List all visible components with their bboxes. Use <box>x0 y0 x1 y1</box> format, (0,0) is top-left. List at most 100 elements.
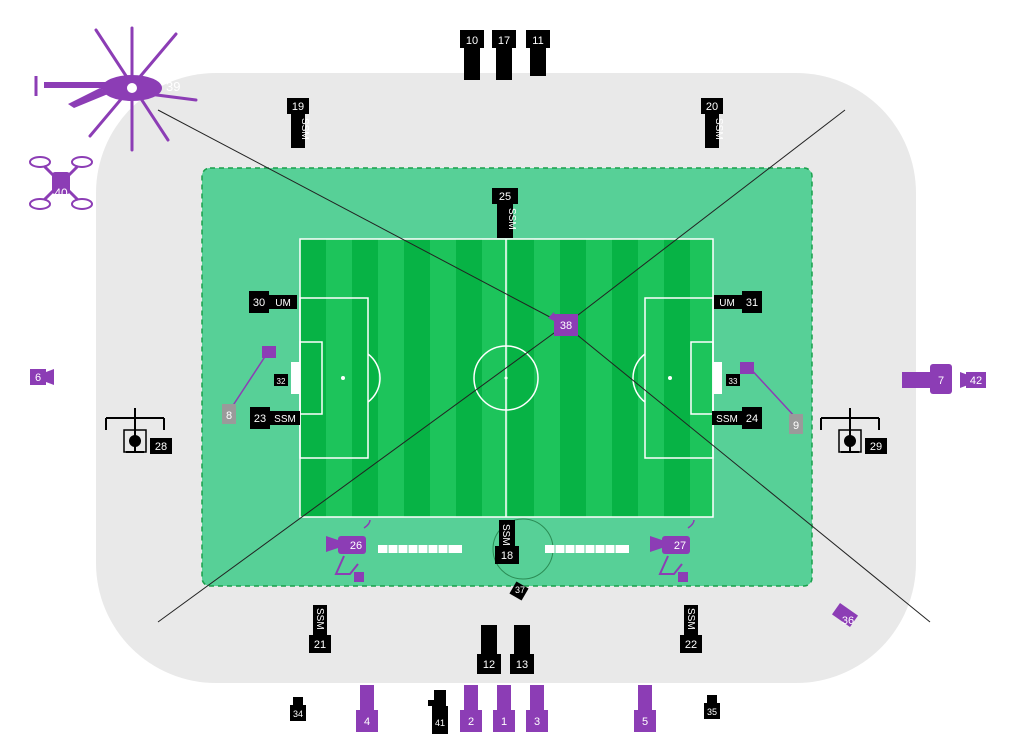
camera-31-um: UM <box>719 298 735 309</box>
camera-1[interactable]: 1 <box>493 685 515 732</box>
camera-13-label: 13 <box>516 659 528 671</box>
camera-32-label: 32 <box>277 377 286 386</box>
camera-36[interactable]: 36 <box>831 602 859 628</box>
goal-right <box>713 362 722 394</box>
camera-27-label: 27 <box>674 540 686 552</box>
camera-22-label: 22 <box>685 639 697 651</box>
camera-9-label: 9 <box>793 420 799 432</box>
camera-18[interactable]: SSM 18 <box>495 520 519 564</box>
camera-30-um: UM <box>275 298 291 309</box>
camera-25-ssm: SSM <box>506 208 517 230</box>
camera-23-ssm: SSM <box>274 414 296 425</box>
camera-31-label: 31 <box>746 297 758 309</box>
camera-3-label: 3 <box>534 716 540 728</box>
ad-board-ticks <box>387 545 616 553</box>
camera-8-label: 8 <box>226 410 232 422</box>
camera-35-label: 35 <box>707 707 717 717</box>
camera-27[interactable]: 27 <box>650 519 695 582</box>
camera-40-label: 40 <box>54 186 68 200</box>
camera-23-label: 23 <box>254 413 266 425</box>
camera-28-label: 28 <box>155 441 167 453</box>
camera-38[interactable]: 38 <box>548 312 578 336</box>
camera-5-label: 5 <box>642 716 648 728</box>
camera-28-tag: 28 <box>150 438 172 454</box>
camera-24-label: 24 <box>746 413 758 425</box>
camera-39-label: 39 <box>166 79 180 94</box>
penalty-spot-right <box>668 376 672 380</box>
camera-2-label: 2 <box>468 716 474 728</box>
crane-28[interactable] <box>105 408 165 453</box>
camera-34-label: 34 <box>293 709 303 719</box>
camera-42[interactable]: 42 <box>960 372 986 388</box>
camera-7[interactable]: 7 <box>902 364 952 394</box>
camera-4[interactable]: 4 <box>356 685 378 732</box>
camera-8[interactable]: 8 <box>222 346 276 424</box>
camera-7-label: 7 <box>938 375 944 387</box>
camera-4-label: 4 <box>364 716 370 728</box>
camera-20[interactable]: 20 SSM <box>701 98 724 148</box>
camera-22-ssm: SSM <box>685 608 696 630</box>
camera-26[interactable]: 26 <box>326 519 371 582</box>
helicopter-icon[interactable]: 39 <box>34 26 198 152</box>
camera-2[interactable]: 2 <box>460 685 482 732</box>
camera-31[interactable]: 31 UM <box>714 291 762 313</box>
camera-19[interactable]: 19 SSM <box>287 98 310 148</box>
camera-11[interactable]: 11 <box>526 30 550 76</box>
camera-30-label: 30 <box>253 297 265 309</box>
camera-24[interactable]: 24 SSM <box>712 407 762 429</box>
crane-29[interactable] <box>820 408 880 453</box>
ad-board-right <box>545 545 629 553</box>
camera-25[interactable]: 25 SSM <box>492 188 518 238</box>
camera-13[interactable]: 13 <box>510 625 534 674</box>
camera-18-ssm: SSM <box>500 524 511 546</box>
camera-22[interactable]: SSM 22 <box>680 605 702 653</box>
camera-33-label: 33 <box>729 377 738 386</box>
camera-12[interactable]: 12 <box>477 625 501 674</box>
camera-1-label: 1 <box>501 716 507 728</box>
camera-3[interactable]: 3 <box>526 685 548 732</box>
camera-29-label: 29 <box>870 441 882 453</box>
center-spot <box>504 376 508 380</box>
camera-42-label: 42 <box>970 375 982 387</box>
camera-26-label: 26 <box>350 540 362 552</box>
camera-25-label: 25 <box>499 191 511 203</box>
camera-36-label: 36 <box>842 615 854 627</box>
camera-37-label: 37 <box>515 585 525 595</box>
camera-21-label: 21 <box>314 639 326 651</box>
camera-6[interactable]: 6 <box>30 369 54 385</box>
camera-6-label: 6 <box>35 372 41 384</box>
camera-34[interactable]: 34 <box>290 697 306 721</box>
camera-12-label: 12 <box>483 659 495 671</box>
camera-18-label: 18 <box>501 550 513 562</box>
camera-19-ssm: SSM <box>299 118 310 140</box>
camera-23[interactable]: 23 SSM <box>250 407 300 429</box>
camera-32[interactable]: 32 <box>274 374 288 386</box>
camera-29-tag: 29 <box>865 438 887 454</box>
penalty-spot-left <box>341 376 345 380</box>
camera-20-ssm: SSM <box>713 118 724 140</box>
cable-lines <box>157 109 931 623</box>
camera-19-label: 19 <box>292 101 304 113</box>
drone-icon[interactable]: 40 <box>29 156 93 210</box>
camera-24-ssm: SSM <box>716 414 738 425</box>
camera-17[interactable]: 17 <box>492 30 516 80</box>
camera-38-label: 38 <box>560 320 572 332</box>
goal-left <box>291 362 300 394</box>
camera-37[interactable]: 37 <box>509 581 529 601</box>
camera-21[interactable]: SSM 21 <box>309 605 331 653</box>
camera-41-label: 41 <box>435 718 445 728</box>
camera-21-ssm: SSM <box>314 608 325 630</box>
camera-20-label: 20 <box>706 101 718 113</box>
camera-30[interactable]: 30 UM <box>249 291 297 313</box>
camera-41[interactable]: 41 <box>428 690 448 734</box>
camera-9[interactable]: 9 <box>740 362 803 434</box>
camera-33[interactable]: 33 <box>726 374 740 386</box>
camera-11-label: 11 <box>532 35 543 47</box>
camera-17-label: 17 <box>498 35 510 47</box>
camera-10[interactable]: 10 <box>460 30 484 80</box>
ad-board-left <box>378 545 462 553</box>
camera-35[interactable]: 35 <box>704 695 720 719</box>
camera-10-label: 10 <box>466 35 478 47</box>
camera-5[interactable]: 5 <box>634 685 656 732</box>
